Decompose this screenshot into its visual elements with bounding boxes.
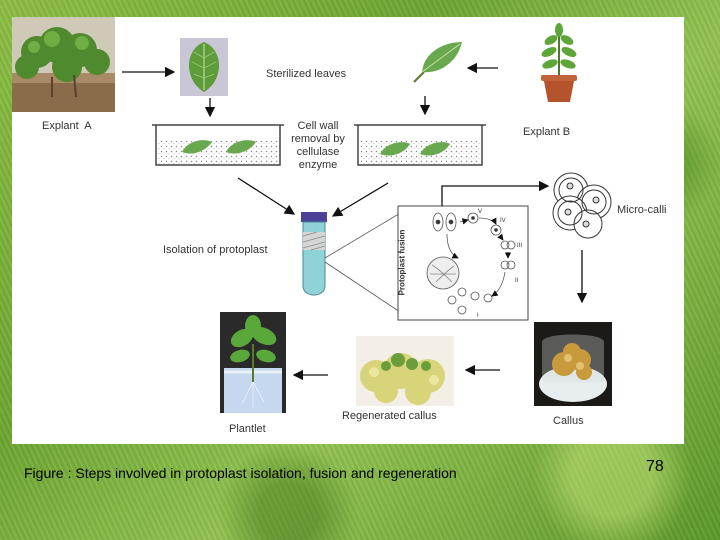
cell-wall-line-4: enzyme [298,159,338,171]
regenerated-callus-label: Regenerated callus [342,410,437,422]
fusion-cycle [426,212,516,315]
explant-a-label: Explant A [42,120,92,132]
callus-label: Callus [553,415,584,427]
sterilized-leaf-image [180,38,228,96]
cell-wall-line-1: Cell wall [297,120,339,132]
plantlet-label: Plantlet [229,423,266,435]
stage-iii-label: III [517,243,523,249]
plantlet-photo [220,312,286,413]
petri-dish-left [152,124,284,166]
stage-i-label: I [477,313,479,319]
callus-photo [534,322,612,406]
fusion-box [397,205,529,321]
petri-dish-right [354,124,486,166]
explant-b-plant-pot [541,23,577,102]
micro-calli-cells [552,172,612,239]
explant-b-label: Explant B [523,126,571,138]
cell-wall-line-2: removal by [291,133,345,145]
cell-wall-removal-label: Cell wall removal by cellulase enzyme [283,120,353,172]
stage-iv-label: IV [500,218,506,224]
page-number: 78 [646,458,664,475]
test-tube [301,212,327,296]
stage-v-label: V [478,209,483,215]
micro-calli-label: Micro-calli [617,204,667,216]
sterilized-leaves-label: Sterilized leaves [266,68,347,80]
isolation-of-protoplast-label: Isolation of protoplast [163,244,268,256]
protoplast-fusion-label: Protoplast fusion [397,229,407,296]
leaf-b-image [413,42,462,83]
cell-wall-line-3: cellulase [296,146,340,158]
regenerated-callus-photo [356,336,454,406]
figure-caption: Figure : Steps involved in protoplast is… [24,465,457,481]
stage-ii-label: II [515,278,519,284]
explant-a-photo [12,17,115,112]
